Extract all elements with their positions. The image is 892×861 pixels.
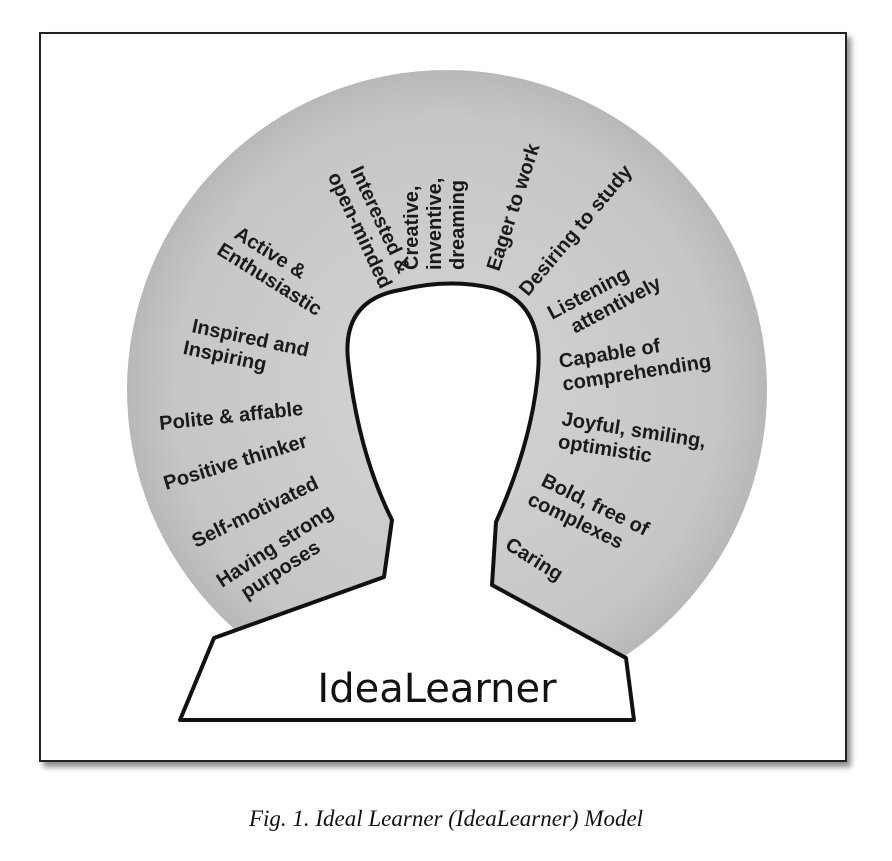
figure-caption: Fig. 1. Ideal Learner (IdeaLearner) Mode… xyxy=(248,806,644,831)
attribute-creative-line1: Creative, xyxy=(401,186,423,271)
attribute-creative-line2: inventive, xyxy=(424,178,446,270)
attribute-creative: Creative, inventive, dreaming xyxy=(401,172,469,270)
learner-silhouette xyxy=(178,281,636,722)
attribute-creative-line3: dreaming xyxy=(447,180,469,270)
center-label: IdeaLearner xyxy=(317,666,557,712)
